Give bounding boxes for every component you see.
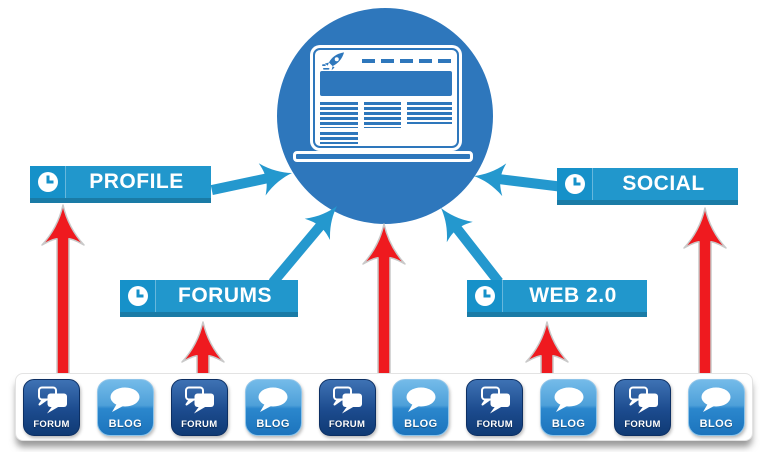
blog-speech-bubble-icon (406, 387, 436, 412)
blog-speech-bubble-icon (554, 387, 584, 412)
tier-label-forums: FORUMS (178, 284, 272, 307)
forum-tile: FORUM (23, 378, 80, 436)
rocket-icon (322, 52, 345, 71)
laptop-icon (310, 45, 462, 151)
blog-tile: BLOG (392, 378, 450, 436)
red-arrow-row-to-social (683, 207, 727, 378)
tile-label: BLOG (551, 417, 586, 430)
tile-label: FORUM (181, 418, 218, 430)
blog-speech-bubble-icon (701, 387, 731, 412)
tile-label: BLOG (256, 417, 290, 430)
clock-icon (37, 172, 58, 192)
clock-icon (564, 174, 585, 194)
forum-tile: FORUM (318, 378, 376, 436)
red-arrow-row-to-web20 (525, 321, 569, 378)
tile-label: BLOG (108, 417, 143, 430)
blue-arrow-social-to-center (474, 163, 559, 197)
tile-label: FORUM (33, 418, 70, 430)
forum-speech-bubbles-icon (185, 386, 215, 413)
text-column (320, 132, 358, 144)
tier-label-web20: WEB 2.0 (529, 284, 617, 307)
blue-arrow-profile-to-center (210, 163, 292, 196)
red-arrow-row-to-profile (41, 204, 85, 378)
tile-label: FORUM (476, 418, 513, 430)
forum-speech-bubbles-icon (37, 386, 67, 413)
blog-speech-bubble-icon (110, 387, 140, 412)
blog-speech-bubble-icon (258, 387, 288, 412)
hero-banner-block (320, 71, 452, 96)
tier-bar-forums: FORUMS (120, 280, 298, 317)
clock-icon (474, 286, 495, 306)
tier-bar-web20: WEB 2.0 (467, 280, 647, 317)
forum-speech-bubbles-icon (333, 386, 362, 413)
tier-label-profile: PROFILE (89, 170, 184, 193)
tile-label: FORUM (328, 418, 366, 430)
central-website-circle (277, 8, 493, 224)
blog-tile: BLOG (687, 378, 745, 436)
red-arrow-row-to-center (362, 223, 406, 378)
tier-bar-profile: PROFILE (30, 166, 211, 203)
blog-tile: BLOG (540, 378, 598, 436)
forum-speech-bubbles-icon (480, 386, 510, 413)
tier-label-social: SOCIAL (622, 172, 705, 195)
tile-label: BLOG (699, 417, 734, 430)
forum-tile: FORUM (466, 378, 524, 436)
text-column (364, 102, 401, 128)
text-column (407, 102, 452, 124)
backlinks-row: FORUM BLOG FORUM (15, 373, 753, 441)
clock-icon (127, 286, 148, 306)
blog-tile: BLOG (96, 378, 154, 436)
menu-dashes (362, 59, 454, 63)
blog-tile: BLOG (244, 378, 302, 436)
tile-label: BLOG (404, 417, 438, 430)
red-arrow-row-to-forums (181, 321, 225, 378)
laptop-base (293, 151, 473, 162)
forum-speech-bubbles-icon (628, 386, 658, 413)
tile-label: FORUM (624, 418, 661, 430)
forum-tile: FORUM (614, 378, 671, 436)
blue-arrow-web20-to-center (441, 208, 503, 286)
forum-tile: FORUM (170, 378, 228, 436)
text-column (320, 102, 358, 128)
tier-bar-social: SOCIAL (557, 168, 738, 205)
